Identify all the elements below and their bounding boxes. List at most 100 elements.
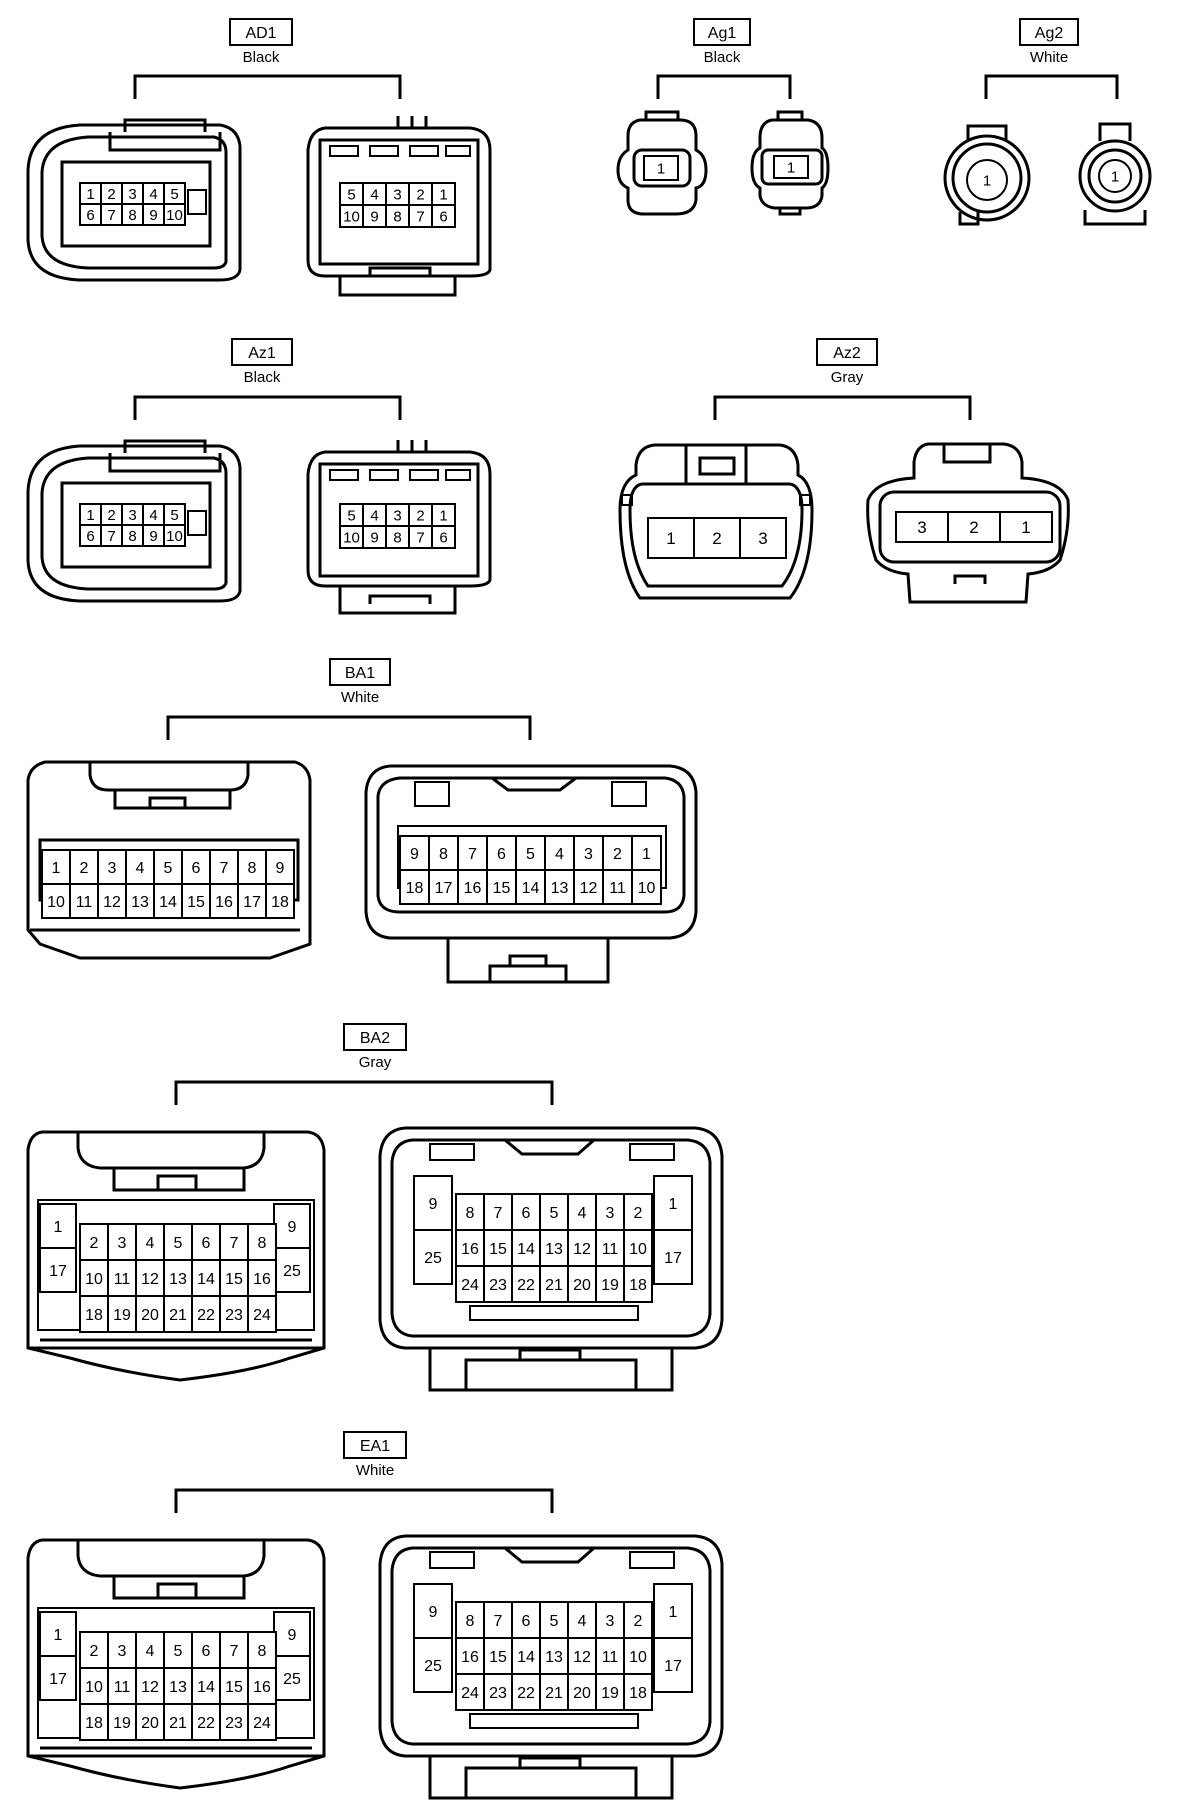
pin-number: 7 (230, 1235, 239, 1252)
pin-number: 6 (86, 528, 94, 545)
pin-number: 6 (522, 1613, 531, 1630)
pin-cell (455, 1673, 485, 1711)
pin-number: 23 (225, 1715, 243, 1732)
pin-number: 19 (113, 1307, 131, 1324)
pin-number: 14 (197, 1679, 215, 1696)
pin-cell (39, 1655, 77, 1701)
bracket-Ag1 (656, 74, 792, 99)
pin-cell (135, 1259, 165, 1297)
pin-number: 6 (86, 207, 94, 224)
pin-number: 10 (47, 894, 65, 911)
pin-number: 1 (669, 1604, 678, 1621)
pin-number: 2 (634, 1613, 643, 1630)
group-id-Ag1: Ag1 (708, 25, 737, 42)
connector-Az1-left (26, 439, 242, 603)
pin-cell (191, 1259, 221, 1297)
pin-cell (107, 1631, 137, 1669)
pin-number: 9 (370, 208, 378, 225)
pin-number: 5 (170, 186, 178, 203)
pin-number: 21 (169, 1715, 187, 1732)
connector-EA1-right (378, 1534, 724, 1800)
pin-number: 11 (602, 1241, 619, 1258)
pin-cell (273, 1655, 311, 1701)
pin-number: 23 (489, 1277, 507, 1294)
pin-number: 7 (416, 529, 424, 546)
pin-number: 1 (666, 529, 675, 548)
pin-number: 14 (517, 1649, 535, 1666)
group-color-BA1: White (341, 689, 379, 706)
pin-number: 12 (573, 1649, 591, 1666)
pin-number: 10 (638, 880, 656, 897)
pin-cell (219, 1631, 249, 1669)
group-color-Ag1: Black (704, 49, 741, 66)
pin-number: 20 (573, 1685, 591, 1702)
pin-number: 10 (343, 208, 360, 225)
pin-cell (483, 1673, 513, 1711)
pin-cell (135, 1703, 165, 1741)
pin-number: 7 (494, 1613, 503, 1630)
pin-number: 9 (149, 207, 157, 224)
bracket-Az2 (713, 395, 972, 420)
pin-number: 23 (225, 1307, 243, 1324)
pin-cell (399, 869, 430, 905)
pin-cell (163, 1631, 193, 1669)
pin-number: 2 (107, 186, 115, 203)
group-label-Ag2: Ag2 White (984, 18, 1119, 99)
pin-cell (739, 517, 787, 559)
pin-number: 8 (248, 860, 257, 877)
pin-number: 8 (466, 1205, 475, 1222)
pin-cell (428, 869, 459, 905)
pin-number: 4 (136, 860, 145, 877)
connector-Az2-left (618, 443, 814, 600)
group-color-BA2: Gray (359, 1054, 392, 1071)
pin-number: 10 (629, 1649, 647, 1666)
group-id-Az2: Az2 (833, 345, 861, 362)
pin-cell (247, 1631, 277, 1669)
pin-number: 7 (494, 1205, 503, 1222)
bracket-Ag2 (984, 74, 1119, 99)
pin-number: 21 (545, 1685, 563, 1702)
pin-number: 6 (439, 208, 447, 225)
pin-cell (539, 1673, 569, 1711)
pin-cell (265, 849, 295, 885)
pin-number: 13 (545, 1649, 563, 1666)
pin-number: 14 (522, 880, 540, 897)
pin-number: 7 (230, 1643, 239, 1660)
pin-cell (653, 1637, 693, 1693)
bracket-AD1 (133, 74, 402, 99)
pin-number: 22 (517, 1277, 535, 1294)
pin-cell (247, 1223, 277, 1261)
pin-number: 16 (464, 880, 482, 897)
pin-cell (1098, 159, 1132, 193)
pin-number: 2 (80, 860, 89, 877)
pin-number: 14 (159, 894, 177, 911)
pin-number: 4 (370, 507, 378, 524)
pin-cell (413, 1175, 453, 1231)
pin-number: 10 (343, 529, 360, 546)
pin-number: 6 (522, 1205, 531, 1222)
pin-cell (413, 1637, 453, 1693)
pin-number: 8 (258, 1643, 267, 1660)
pin-number: 7 (220, 860, 229, 877)
pin-number: 25 (283, 1263, 301, 1280)
pin-cell (773, 155, 809, 179)
pin-cell (191, 1631, 221, 1669)
pin-number: 3 (118, 1235, 127, 1252)
pin-cell (209, 883, 239, 919)
pin-cell (486, 835, 517, 871)
pin-number: 13 (169, 1271, 187, 1288)
pin-cell (247, 1667, 277, 1705)
group-color-AD1: Black (243, 49, 280, 66)
pin-cell (69, 883, 99, 919)
pin-number: 9 (410, 846, 419, 863)
pin-number: 4 (149, 186, 157, 203)
pin-cell (483, 1193, 513, 1231)
pin-cell (455, 1601, 485, 1639)
